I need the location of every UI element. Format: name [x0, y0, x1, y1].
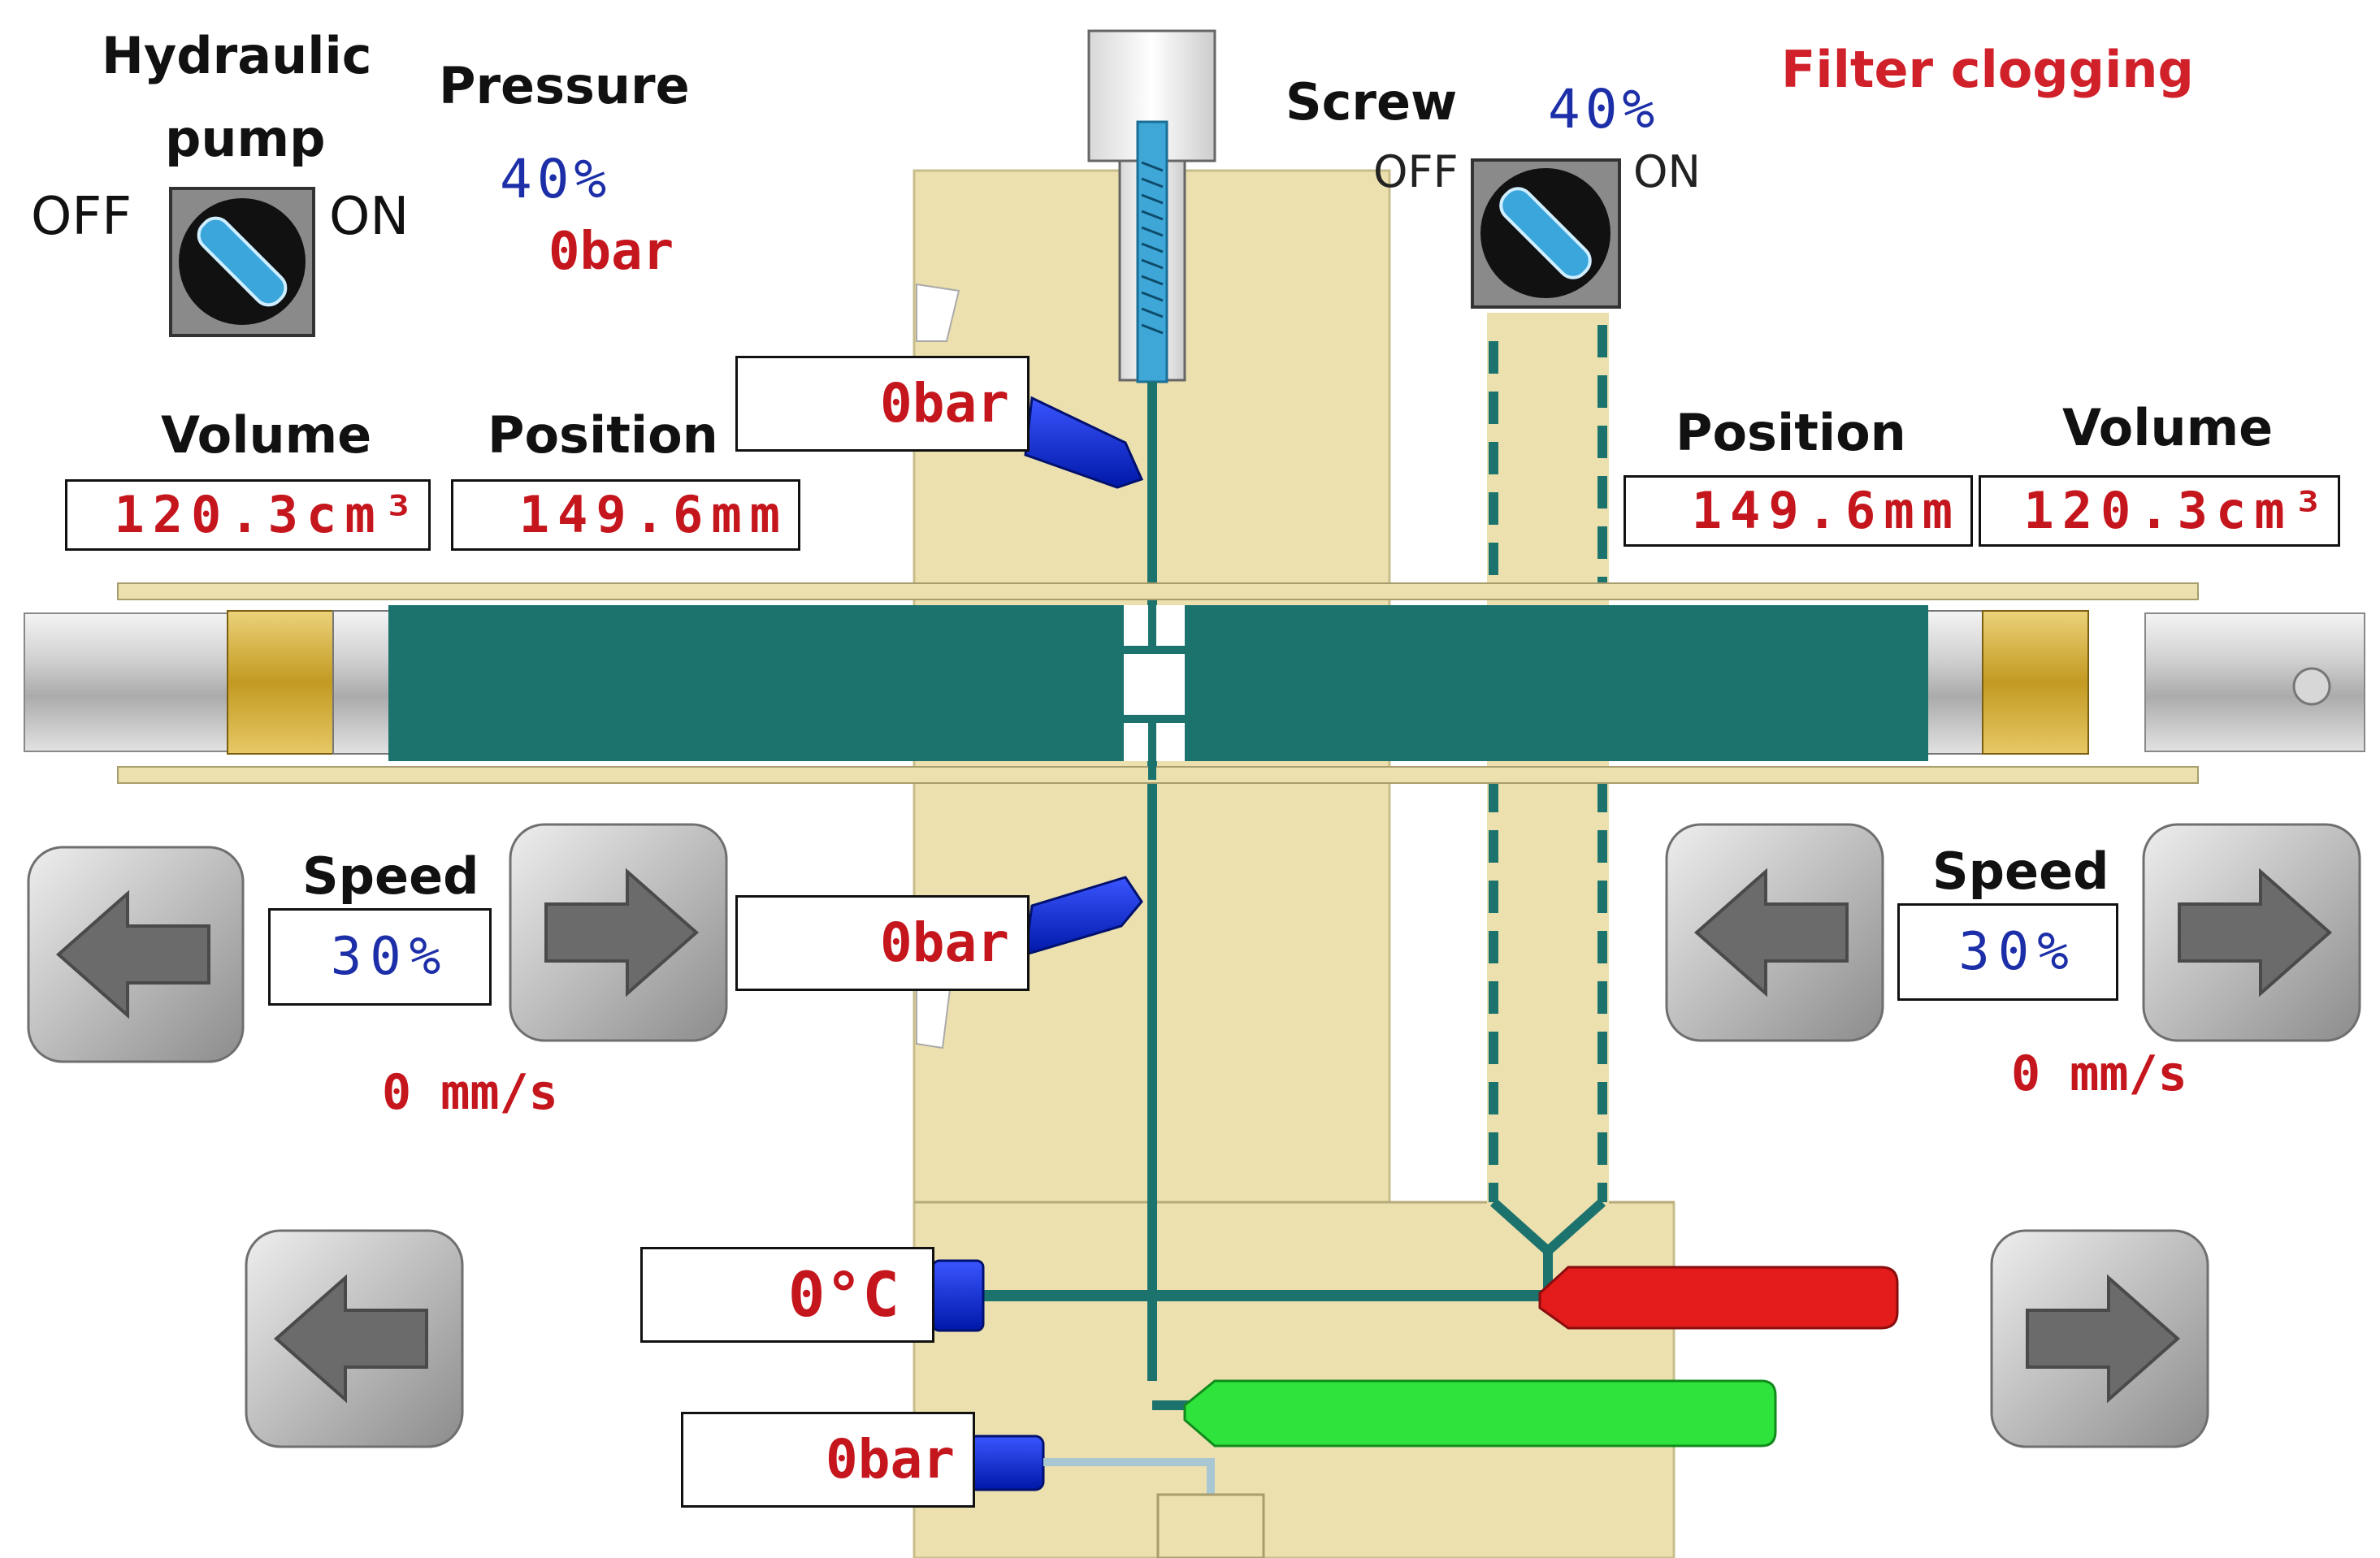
- left-arrow-icon: [245, 1229, 464, 1448]
- right-volume-value: 120.3cm³: [2023, 481, 2331, 540]
- right-volume-label: Volume: [2062, 398, 2274, 457]
- temperature-display: 0°C: [640, 1247, 934, 1343]
- top-pressure-value: 0bar: [880, 372, 1009, 435]
- left-arrow-icon: [1665, 823, 1884, 1042]
- pump-switch[interactable]: [169, 187, 315, 337]
- right-arrow-icon: [509, 823, 728, 1042]
- left-volume-label: Volume: [161, 405, 372, 465]
- temperature-value: 0°C: [787, 1258, 900, 1331]
- left-volume-display: 120.3cm³: [65, 479, 431, 551]
- left-speed-label: Speed: [302, 846, 479, 906]
- right-arrow-icon: [1990, 1229, 2209, 1448]
- left-speed-input[interactable]: 30%: [268, 908, 492, 1006]
- right-unit-retract-button[interactable]: [1664, 822, 1885, 1043]
- left-piston-rod: [24, 612, 236, 752]
- right-unit-extend-button[interactable]: [2141, 822, 2362, 1043]
- filter-clogging-alarm: Filter clogging: [1781, 40, 2194, 99]
- right-arrow-icon: [2142, 823, 2361, 1042]
- left-position-value: 149.6mm: [518, 485, 788, 544]
- rotary-switch-icon: [169, 187, 315, 337]
- right-speed-mms: 0 mm/s: [2011, 1045, 2187, 1102]
- right-speed-value: 30%: [1958, 922, 2077, 982]
- bottom-pressure-probe: [967, 1435, 1045, 1491]
- right-position-label: Position: [1676, 403, 1906, 462]
- left-unit-extend-button[interactable]: [508, 822, 729, 1043]
- pressure-bar: 0bar: [548, 222, 674, 282]
- rotary-switch-icon: [1471, 158, 1621, 309]
- bottom-left-button[interactable]: [244, 1228, 465, 1449]
- bottom-pressure-display: 0bar: [681, 1412, 975, 1508]
- right-position-value: 149.6mm: [1691, 481, 1961, 540]
- left-chamber-fluid: [388, 605, 1124, 761]
- left-volume-value: 120.3cm³: [114, 485, 422, 544]
- heater-cartridge: [1538, 1266, 1899, 1330]
- left-arrow-icon: [27, 846, 245, 1063]
- right-piston-rod: [2144, 612, 2365, 752]
- bottom-right-button[interactable]: [1989, 1228, 2210, 1449]
- left-speed-value: 30%: [330, 927, 449, 987]
- right-chamber-fluid: [1185, 605, 1928, 761]
- screw-title: Screw: [1285, 72, 1458, 132]
- left-position-label: Position: [488, 405, 718, 465]
- screw-on-label: ON: [1633, 146, 1701, 197]
- right-speed-label: Speed: [1932, 842, 2109, 901]
- temperature-probe: [931, 1259, 985, 1332]
- screw-switch[interactable]: [1471, 158, 1621, 309]
- valve-spool: [1183, 1379, 1777, 1448]
- pump-title-line2: pump: [165, 109, 326, 168]
- pressure-title: Pressure: [439, 56, 690, 115]
- mid-pressure-display: 0bar: [735, 895, 1030, 991]
- screw-off-label: OFF: [1373, 146, 1459, 197]
- pump-on-label: ON: [329, 187, 410, 247]
- screw-percent[interactable]: 40%: [1548, 78, 1660, 141]
- mid-pressure-value: 0bar: [880, 911, 1009, 974]
- right-position-display: 149.6mm: [1624, 475, 1973, 547]
- left-position-display: 149.6mm: [451, 479, 800, 551]
- bottom-pressure-value: 0bar: [826, 1428, 955, 1491]
- pump-off-label: OFF: [31, 187, 132, 247]
- top-pressure-display: 0bar: [735, 356, 1030, 452]
- left-speed-mms: 0 mm/s: [382, 1064, 558, 1121]
- left-unit-retract-button[interactable]: [26, 845, 245, 1064]
- right-volume-display: 120.3cm³: [1979, 475, 2340, 547]
- pump-title-line1: Hydraulic: [102, 26, 372, 85]
- right-speed-input[interactable]: 30%: [1897, 903, 2118, 1001]
- pressure-percent[interactable]: 40%: [500, 148, 612, 210]
